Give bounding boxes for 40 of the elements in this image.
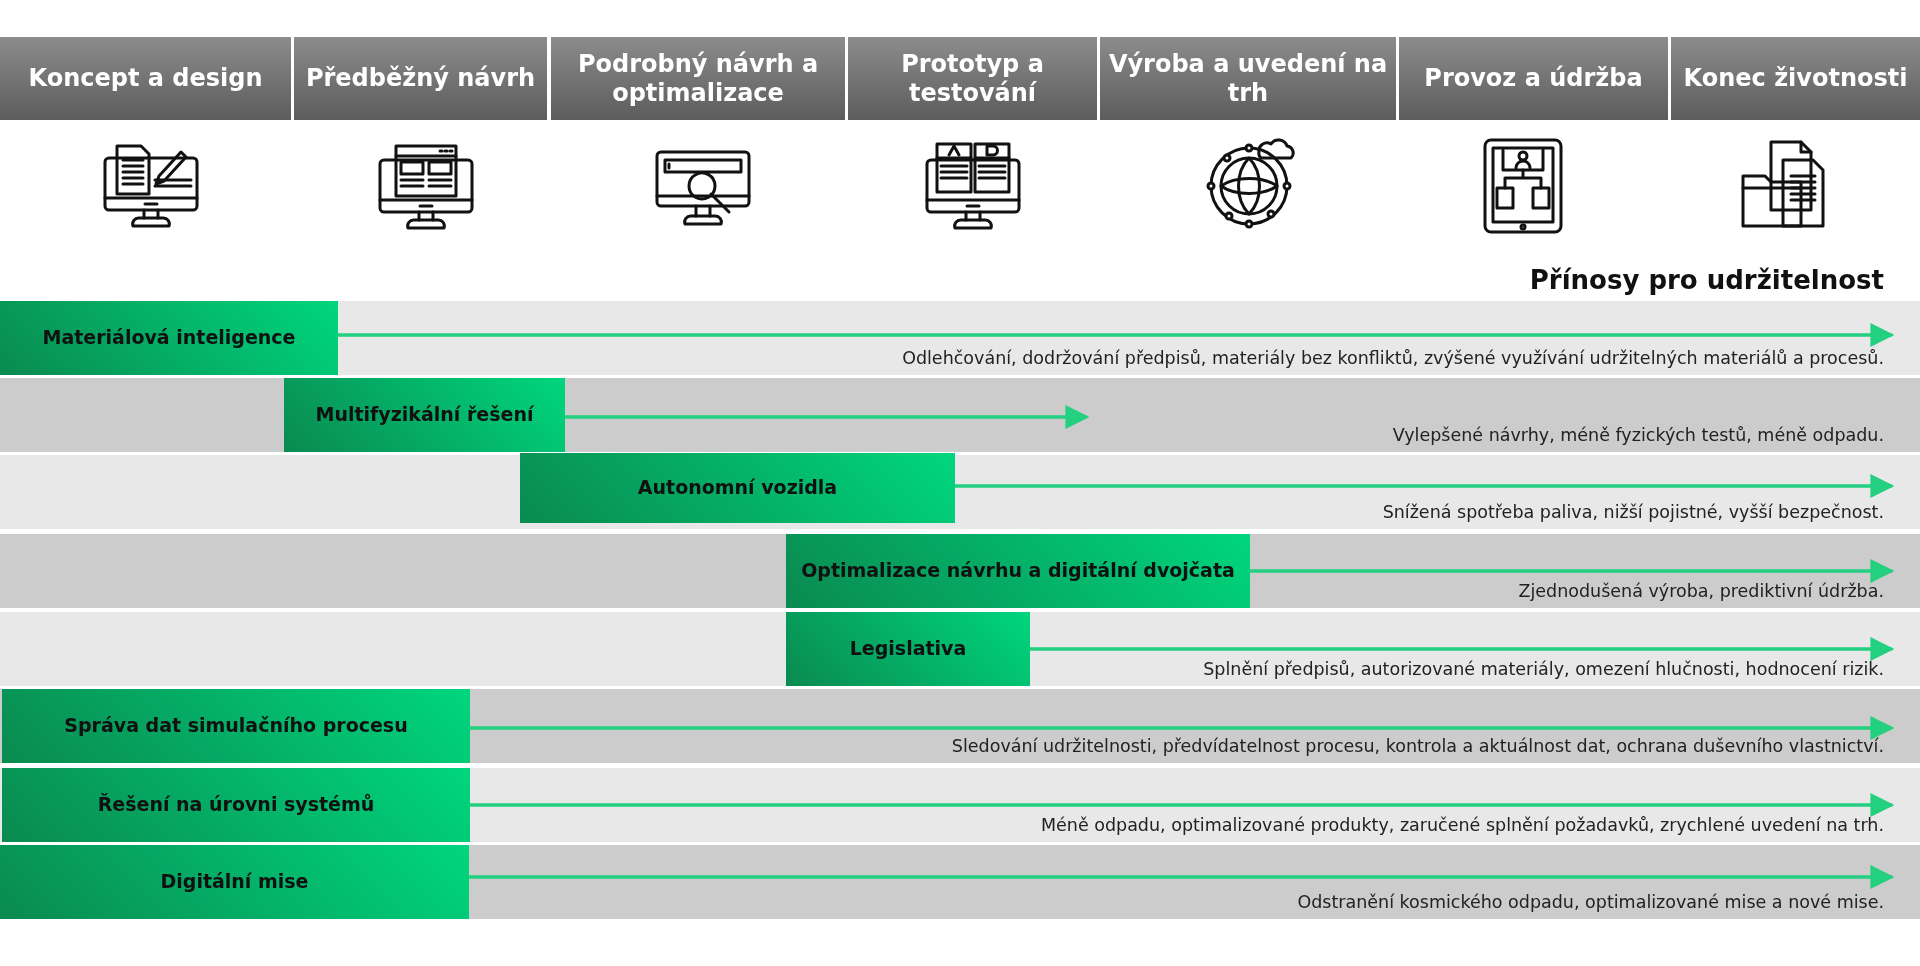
arrow (470, 716, 1895, 740)
capability-box: Multifyzikální řešení (284, 378, 565, 452)
arrow (469, 865, 1895, 889)
row-band (0, 612, 1920, 686)
phase-header: Předběžný návrh (294, 37, 547, 120)
phase-header: Koncept a design (0, 37, 291, 120)
arrow (470, 793, 1895, 817)
row-band (0, 301, 1920, 375)
phase-header: Provoz a údržba (1399, 37, 1668, 120)
benefit-text: Odstranění kosmického odpadu, optimalizované mise a nové mise. (1297, 892, 1884, 912)
arrow (1030, 637, 1895, 661)
capability-box: Autonomní vozidla (520, 453, 955, 523)
phase-header: Konec životnosti (1671, 37, 1920, 120)
row-band (0, 845, 1920, 919)
row-band (0, 768, 1920, 842)
benefit-text: Splnění předpisů, autorizované materiály, omezení hlučnosti, hodnocení rizik. (1203, 659, 1884, 679)
benefit-text: Sledování udržitelnosti, předvídatelnost procesu, kontrola a aktuálnost dat, ochrana duševního vlastnictví. (951, 736, 1884, 756)
phase-header: Podrobný návrh a optimalizace (551, 37, 845, 120)
capability-box: Legislativa (786, 612, 1030, 686)
benefit-text: Odlehčování, dodržování předpisů, materiály bez konfliktů, zvýšené využívání udržitelných materiálů a procesů. (902, 348, 1884, 368)
benefit-text: Snížená spotřeba paliva, nižší pojistné, vyšší bezpečnost. (1382, 502, 1884, 522)
capability-box: Digitální mise (0, 845, 469, 919)
phase-header: Výroba a uvedení na trh (1100, 37, 1396, 120)
arrow (1250, 559, 1895, 583)
row-band (0, 378, 1920, 452)
section-heading: Přínosy pro udržitelnost (1529, 265, 1884, 295)
capability-box: Materiálová inteligence (0, 301, 338, 375)
arrow (565, 405, 1090, 429)
capability-box: Optimalizace návrhu a digitální dvojčata (786, 534, 1250, 608)
row-band (0, 534, 1920, 608)
arrow (338, 323, 1895, 347)
benefit-text: Vylepšené návrhy, méně fyzických testů, méně odpadu. (1392, 425, 1884, 445)
benefit-text: Méně odpadu, optimalizované produkty, zaručené splnění požadavků, zrychlené uvedení na trh. (1040, 815, 1884, 835)
phase-header: Prototyp a testování (848, 37, 1097, 120)
benefit-text: Zjednodušená výroba, prediktivní údržba. (1518, 581, 1884, 601)
capability-box: Správa dat simulačního procesu (2, 689, 470, 763)
capability-box: Řešení na úrovni systémů (2, 768, 470, 842)
arrow (955, 474, 1895, 498)
row-band (0, 455, 1920, 529)
row-band (0, 689, 1920, 763)
